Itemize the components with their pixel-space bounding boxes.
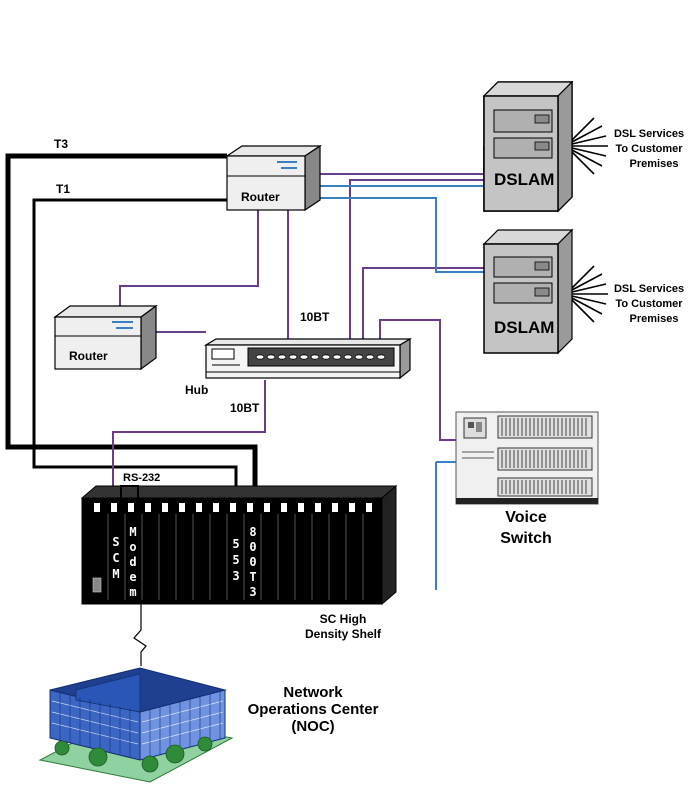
dsl-services-bottom: DSL Services To Customer Premises <box>614 283 684 325</box>
dslam-bottom: DSLAM <box>482 228 574 355</box>
shelf-label-1: SC High <box>320 612 367 626</box>
svg-text:o: o <box>129 540 136 554</box>
svg-text:DSL Services: DSL Services <box>614 283 684 295</box>
dslam-top: DSLAM <box>482 80 574 213</box>
dsl-services-top: DSL Services To Customer Premises <box>614 128 684 170</box>
svg-text:3: 3 <box>232 569 239 583</box>
tenbt-lines <box>112 146 485 498</box>
svg-text:Operations Center: Operations Center <box>248 701 379 718</box>
svg-text:d: d <box>129 555 136 569</box>
router-main: Router <box>225 144 322 212</box>
card-553: 5 5 3 <box>232 537 239 583</box>
svg-text:5: 5 <box>232 553 239 567</box>
card-scm: S C M <box>112 535 119 581</box>
dsl-rays-top <box>571 117 608 175</box>
svg-text:Premises: Premises <box>630 158 679 170</box>
router-secondary-label: Router <box>69 349 108 363</box>
t3-line <box>5 153 258 498</box>
svg-text:(NOC): (NOC) <box>291 718 334 735</box>
dsl-rays-bottom <box>571 265 608 323</box>
svg-text:C: C <box>112 551 119 565</box>
hub: Hub <box>185 337 413 397</box>
svg-text:DSL Services: DSL Services <box>614 128 684 140</box>
voice-switch-label-2: Switch <box>500 530 552 547</box>
t1-line <box>32 198 238 498</box>
shelf-label-2: Density Shelf <box>305 627 382 641</box>
noc-building-icon <box>38 667 234 783</box>
svg-text:Premises: Premises <box>630 313 679 325</box>
svg-text:0: 0 <box>249 555 256 569</box>
svg-text:3: 3 <box>249 585 256 599</box>
shelf: S C M M o d e m 5 5 3 8 0 0 T 3 <box>80 484 398 606</box>
tenbt-top-label: 10BT <box>300 310 330 324</box>
svg-text:m: m <box>129 585 136 599</box>
card-modem: M o d e m <box>129 525 136 599</box>
svg-text:e: e <box>129 570 136 584</box>
svg-text:5: 5 <box>232 537 239 551</box>
noc-label: Network Operations Center (NOC) <box>248 684 379 735</box>
svg-text:8: 8 <box>249 525 256 539</box>
t1-label: T1 <box>56 182 70 196</box>
t3-label: T3 <box>54 137 68 151</box>
svg-text:M: M <box>129 525 136 539</box>
wireless-link-icon <box>133 604 147 666</box>
svg-text:To Customer: To Customer <box>615 143 683 155</box>
svg-text:S: S <box>112 535 119 549</box>
voice-switch: Voice Switch <box>455 411 599 547</box>
rs232-label: RS-232 <box>123 472 160 484</box>
dslam-top-label: DSLAM <box>494 170 554 189</box>
card-800t3: 8 0 0 T 3 <box>249 525 256 599</box>
svg-text:0: 0 <box>249 540 256 554</box>
voice-switch-label-1: Voice <box>505 509 547 526</box>
tenbt-bottom-label: 10BT <box>230 401 260 415</box>
svg-text:T: T <box>249 570 256 584</box>
router-secondary: Router <box>53 304 158 371</box>
router-main-label: Router <box>241 190 280 204</box>
svg-text:M: M <box>112 567 119 581</box>
svg-text:To Customer: To Customer <box>615 298 683 310</box>
dslam-bottom-label: DSLAM <box>494 318 554 337</box>
svg-text:Network: Network <box>283 684 343 701</box>
dsl-lines <box>318 185 484 590</box>
hub-label: Hub <box>185 383 208 397</box>
